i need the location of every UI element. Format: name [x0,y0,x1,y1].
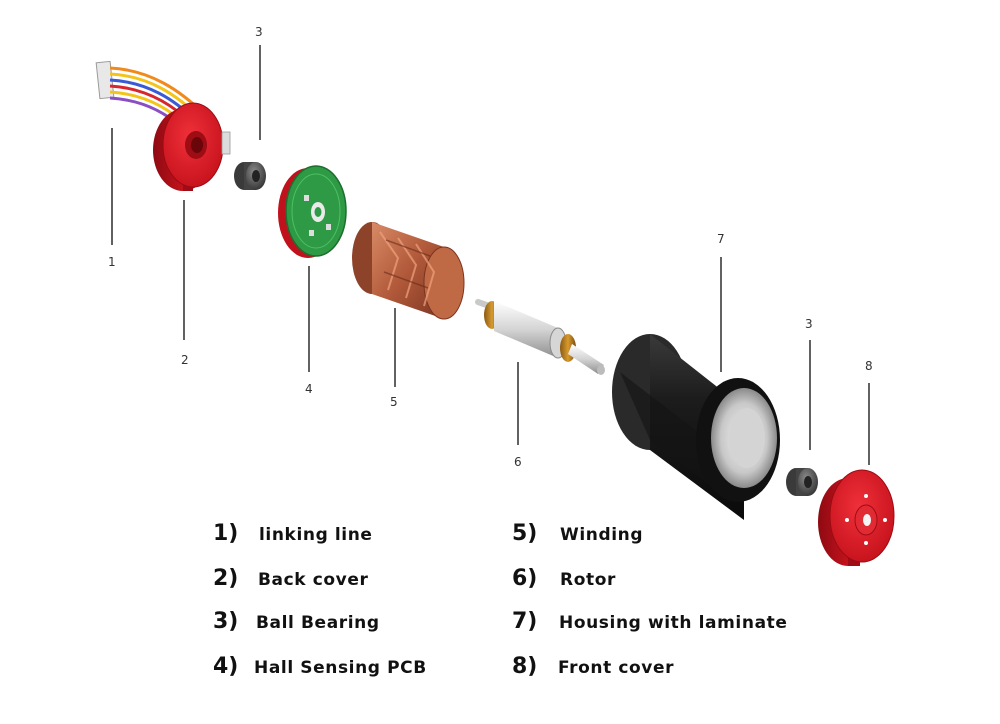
legend-label: Front cover [558,658,675,678]
callout-number: 1 [108,255,116,269]
legend-item-6: 6) Rotor [512,566,616,591]
legend-number: 3) [213,609,239,634]
legend-label: Ball Bearing [256,613,380,633]
legend-item-7: 7) Housing with laminate [512,609,788,634]
callout-number: 3 [805,317,813,331]
legend-number: 1) [213,521,239,546]
callout-number: 3 [255,25,263,39]
legend-item-5: 5) Winding [512,521,643,546]
legend-number: 8) [512,654,538,679]
legend-label: Winding [560,525,644,545]
ball-bearing-part-b [786,468,818,496]
winding-part [352,222,465,320]
legend-item-1: 1) linking line [213,521,373,546]
legend-number: 2) [213,566,239,591]
legend-item-4: 4) Hall Sensing PCB [213,654,427,679]
legend-item-8: 8) Front cover [512,654,674,679]
legend-label: Rotor [560,570,616,590]
legend-item-3: 3) Ball Bearing [213,609,380,634]
legend-label: Hall Sensing PCB [254,658,427,678]
callout-number: 2 [181,353,189,367]
legend-number: 5) [512,521,538,546]
callout-number: 5 [390,395,398,409]
legend-number: 7) [512,609,538,634]
legend-number: 4) [213,654,239,679]
hall-pcb-part [278,165,347,258]
legend-item-2: 2) Back cover [213,566,368,591]
housing-part [612,334,780,520]
ball-bearing-part-a [234,162,266,190]
legend-label: Back cover [258,570,369,590]
legend-label: linking line [259,525,373,545]
rotor-part [475,299,605,375]
front-cover-part [818,469,895,566]
callout-number: 6 [514,455,522,469]
callout-number: 8 [865,359,873,373]
callout-number: 4 [305,382,313,396]
legend-number: 6) [512,566,538,591]
back-cover-part [153,102,231,191]
legend-label: Housing with laminate [559,613,788,633]
callout-number: 7 [717,232,725,246]
